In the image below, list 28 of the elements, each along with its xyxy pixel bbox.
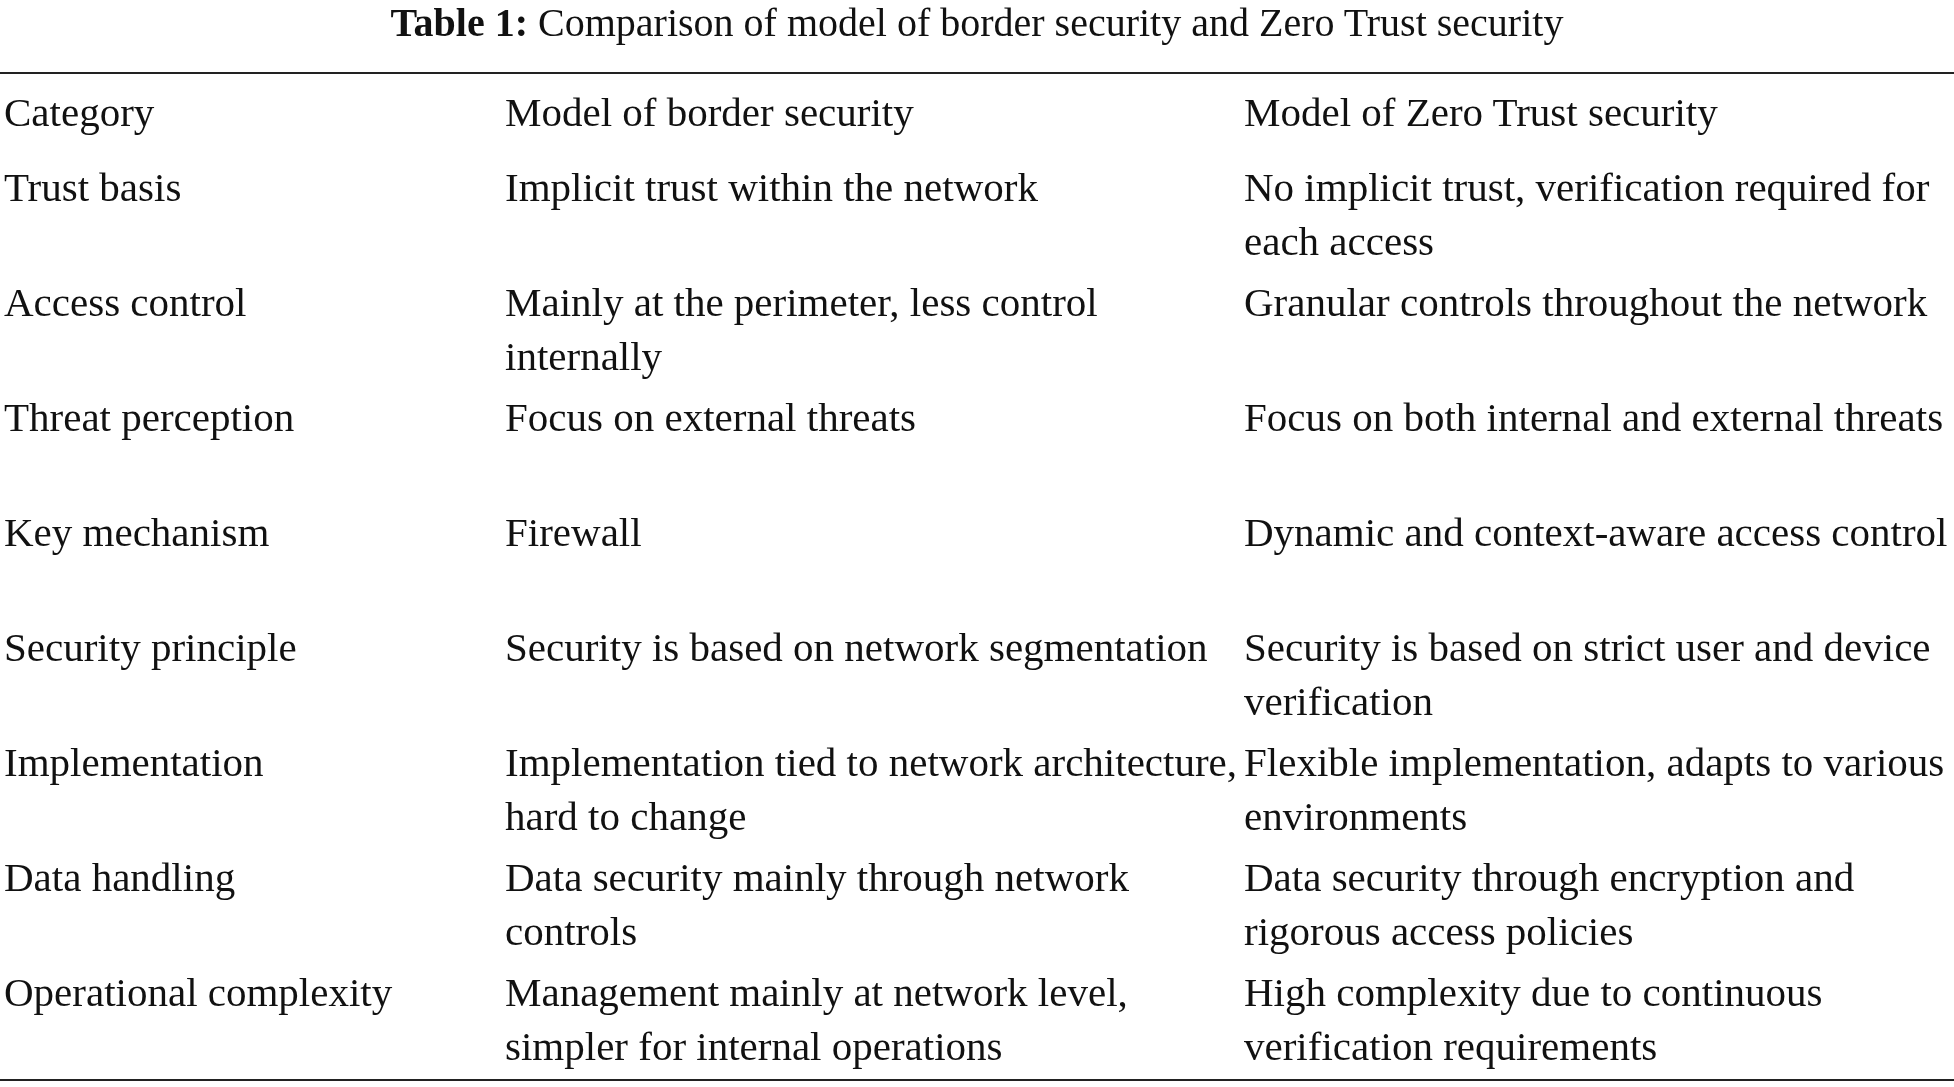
table-title: Table 1: Comparison of model of border security and Zero Trust security	[389, 0, 1565, 46]
table-text: Flexible implementation, adapts to various environments	[1244, 738, 1946, 841]
row-header: Data handling	[4, 853, 237, 902]
column-header: Category	[4, 88, 156, 137]
row-header: Security principle	[4, 623, 298, 672]
row-header: Access control	[4, 278, 248, 327]
table-text: Mainly at the perimeter, less control internally	[505, 278, 1099, 381]
table-text: Security is based on network segmentation	[505, 623, 1209, 672]
table-text: Implementation tied to network architecture, hard to change	[505, 738, 1239, 841]
table-text: Focus on both internal and external threats	[1244, 393, 1945, 442]
table-text: Dynamic and context-aware access control	[1244, 508, 1949, 557]
row-header: Trust basis	[4, 163, 183, 212]
column-header: Model of border security	[505, 88, 915, 137]
table-text: High complexity due to continuous verification requirements	[1244, 968, 1824, 1071]
table-text: Data security mainly through network controls	[505, 853, 1130, 956]
table-text: Security is based on strict user and device verification	[1244, 623, 1932, 726]
table-text: Implicit trust within the network	[505, 163, 1039, 212]
table-text: Focus on external threats	[505, 393, 918, 442]
table-text: Data security through encryption and rigorous access policies	[1244, 853, 1856, 956]
column-header: Model of Zero Trust security	[1244, 88, 1719, 137]
table-text: Management mainly at network level, simpler for internal operations	[505, 968, 1129, 1071]
row-header: Threat perception	[4, 393, 296, 442]
row-header: Key mechanism	[4, 508, 271, 557]
table-text: Firewall	[505, 508, 643, 557]
table-text: No implicit trust, verification required for each access	[1244, 163, 1931, 266]
table-text: Granular controls throughout the network	[1244, 278, 1929, 327]
row-header: Implementation	[4, 738, 265, 787]
row-header: Operational complexity	[4, 968, 394, 1017]
